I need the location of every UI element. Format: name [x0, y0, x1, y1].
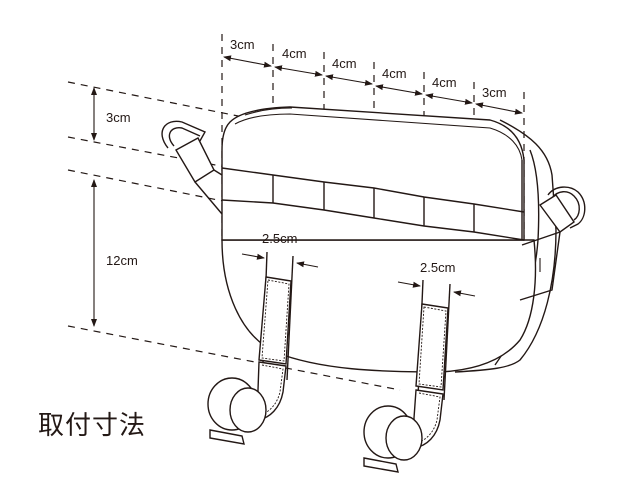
dim-label-strap-left: 2.5cm — [262, 231, 297, 246]
left-strap-width-dimension: 2.5cm — [241, 231, 319, 268]
left-velcro-strap — [207, 251, 294, 445]
dim-label-5: 4cm — [432, 75, 457, 90]
top-dimension-arrows — [223, 55, 523, 115]
left-d-ring — [161, 120, 223, 215]
dim-label-4: 4cm — [382, 66, 407, 81]
left-dimension-arrows: 3cm 12cm — [91, 87, 138, 327]
dim-label-strap-right: 2.5cm — [420, 260, 455, 275]
dim-label-left-12cm: 12cm — [106, 253, 138, 268]
dim-label-left-3cm: 3cm — [106, 110, 131, 125]
right-d-ring — [538, 186, 586, 233]
diagram-title: 取付寸法 — [38, 411, 147, 441]
dim-label-3: 4cm — [332, 56, 357, 71]
right-velcro-strap — [363, 279, 451, 473]
dim-label-1: 3cm — [230, 37, 255, 52]
top-dimension-labels: 3cm 4cm 4cm 4cm 4cm 3cm — [230, 37, 507, 100]
dim-label-6: 3cm — [482, 85, 507, 100]
dim-label-2: 4cm — [282, 46, 307, 61]
right-strap-width-dimension: 2.5cm — [397, 260, 476, 297]
